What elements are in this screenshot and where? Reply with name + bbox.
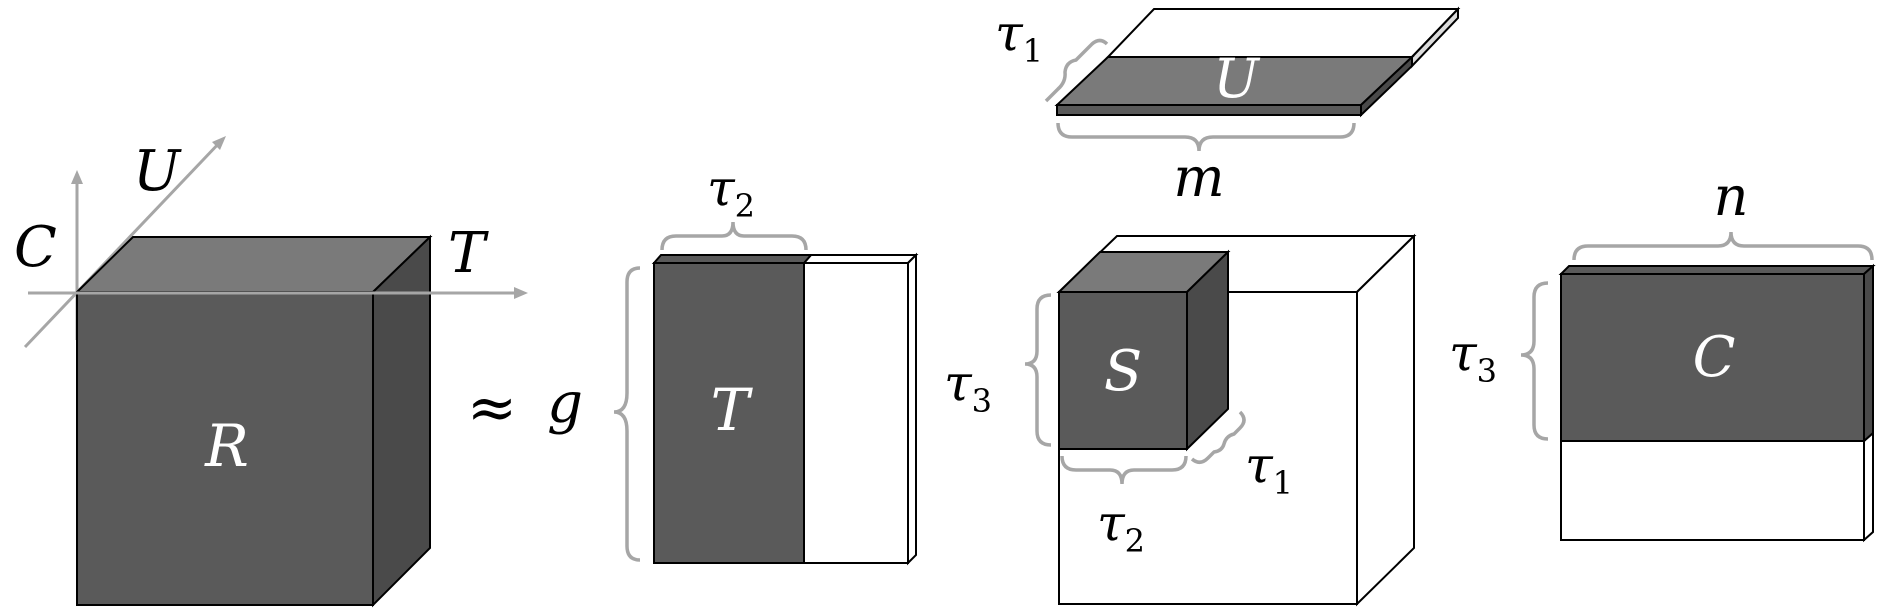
factor-c-height-label: τ3: [1449, 324, 1497, 390]
tensor-r-top-face: [74, 236, 433, 293]
factor-u-depth-label: τ1: [995, 4, 1043, 70]
core-s: S τ3 τ2 τ1: [944, 233, 1417, 607]
factor-u-depth-brace: [1044, 38, 1109, 103]
factor-u-width-label: m: [1173, 146, 1224, 209]
factor-t-label: T: [711, 376, 754, 444]
factor-c-top-face: [1558, 265, 1876, 275]
factor-t-remainder-front: [803, 262, 909, 564]
approx-symbol: ≈: [467, 373, 517, 443]
factor-c-height-brace: [1520, 281, 1549, 441]
factor-u-remainder-top: [1105, 8, 1461, 58]
core-s-depth-brace: [1190, 410, 1246, 464]
core-s-width-brace: [1060, 455, 1188, 485]
scalar-g-label: g: [547, 371, 583, 436]
axis-u-label: U: [133, 139, 182, 204]
factor-c-side-face: [1863, 263, 1874, 444]
factor-t-top-face: [651, 254, 814, 264]
factor-t-width-brace: [660, 221, 808, 251]
factor-c-remainder-front: [1560, 440, 1865, 541]
core-s-side-face: [1186, 249, 1229, 452]
factor-u-width-brace: [1056, 122, 1356, 152]
core-s-depth-label: τ1: [1245, 436, 1293, 502]
factor-u: U τ1 m: [995, 4, 1461, 209]
factor-c-width-label: n: [1714, 165, 1749, 228]
factor-t-remainder-side: [907, 252, 917, 566]
core-s-height-brace: [1024, 293, 1052, 447]
factor-c: n τ3 C: [1449, 165, 1876, 543]
axis-c-label: C: [14, 215, 57, 280]
tensor-r-label: R: [204, 412, 249, 480]
factor-c-width-brace: [1572, 231, 1874, 261]
core-s-label: S: [1104, 339, 1142, 404]
c-axis-arrowhead: [71, 170, 83, 184]
tensor-r: U C T R: [14, 136, 528, 608]
factor-c-remainder-side: [1863, 430, 1874, 543]
factor-u-label: U: [1213, 47, 1260, 110]
t-axis-arrowhead: [514, 287, 528, 299]
approximation: ≈ g: [467, 371, 583, 443]
factor-t-remainder-top: [801, 254, 919, 264]
core-s-width-label: τ2: [1097, 494, 1145, 560]
core-s-height-label: τ3: [944, 354, 992, 420]
u-axis-arrowhead: [212, 136, 226, 150]
factor-u-front-face: [1056, 104, 1362, 116]
u-axis: [23, 138, 224, 349]
core-box-side: [1356, 233, 1415, 607]
factor-t-height-brace: [613, 266, 641, 562]
factor-t-width-label: τ2: [707, 159, 755, 225]
factor-t: τ2 T: [613, 159, 919, 566]
factor-c-label: C: [1693, 325, 1736, 390]
axis-t-label: T: [448, 221, 489, 286]
tensor-r-side-face: [372, 234, 431, 608]
